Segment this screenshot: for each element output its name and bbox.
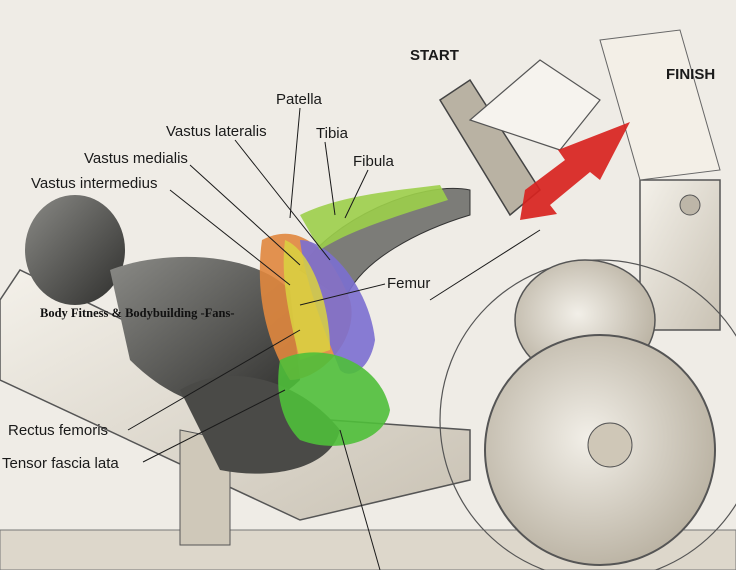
leader-lines — [127, 107, 541, 570]
start-label: START — [410, 47, 459, 64]
vastus-lateralis-label: Vastus lateralis — [166, 123, 267, 140]
vastus-medialis-label: Vastus medialis — [84, 150, 188, 167]
patella-label: Patella — [276, 91, 322, 108]
tibia-label: Tibia — [316, 125, 348, 142]
femur-label: Femur — [387, 275, 431, 292]
weight-plates — [439, 259, 736, 570]
tensor-fascia-lata-label: Tensor fascia lata — [2, 455, 119, 472]
rectus-femoris-label: Rectus femoris — [8, 422, 109, 439]
thigh-muscles — [259, 185, 448, 446]
fibula-label: Fibula — [353, 153, 394, 170]
watermark-text: Body Fitness & Bodybuilding -Fans- — [40, 306, 235, 320]
movement-arrow — [520, 122, 630, 220]
vastus-intermedius-label: Vastus intermedius — [31, 175, 158, 192]
finish-label: FINISH — [666, 66, 716, 83]
